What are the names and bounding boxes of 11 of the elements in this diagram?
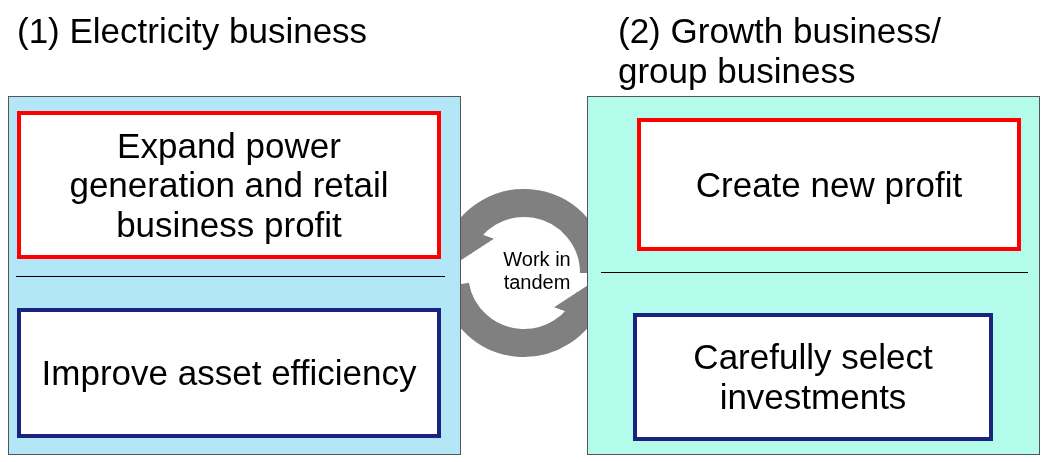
goal-box xyxy=(17,111,441,259)
goal-text: Carefully select investments xyxy=(692,337,934,417)
goal-box xyxy=(633,313,993,441)
section-heading: (1) Electricity business xyxy=(17,11,369,51)
goal-text: Improve asset efficiency xyxy=(41,353,417,393)
goal-box xyxy=(637,118,1021,251)
goal-box xyxy=(17,308,441,438)
section-heading: (2) Growth business/ group business xyxy=(618,11,942,91)
goal-text: Create new profit xyxy=(695,164,963,205)
goal-text: Expand power generation and retail business profit xyxy=(68,125,390,245)
center-label: Work in tandem xyxy=(502,248,572,294)
